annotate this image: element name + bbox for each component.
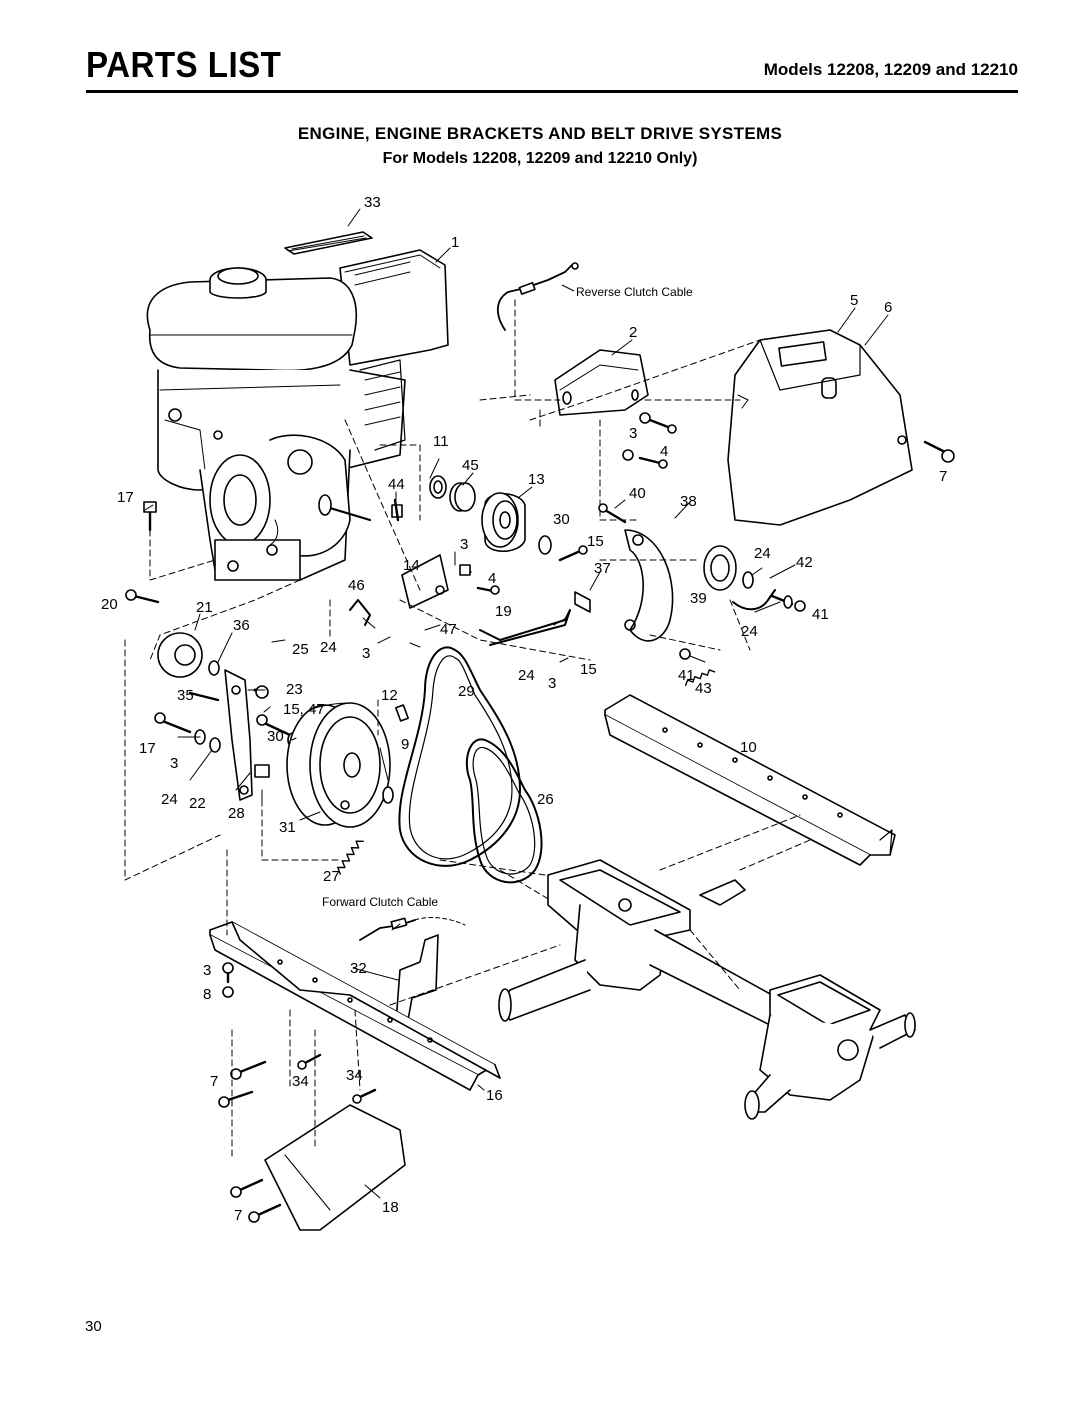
callout-3: 3 [203,962,211,979]
frame-bracket-10 [604,694,896,866]
callout-33: 33 [364,194,381,211]
callout-24: 24 [518,667,535,684]
bracket-part-14 [401,554,449,609]
callout-32: 32 [350,960,367,977]
callout-40: 40 [629,485,646,502]
page-number: 30 [85,1318,102,1335]
callout-23: 23 [286,681,303,698]
callout-10: 10 [740,739,757,756]
callout-15: 15 [580,661,597,678]
callout-38: 38 [680,493,697,510]
callout-22: 22 [189,795,206,812]
callout-37: 37 [594,560,611,577]
page-title: PARTS LIST [86,44,282,85]
callout-25: 25 [292,641,309,658]
callout-2: 2 [629,324,637,341]
callout-5: 5 [850,292,858,309]
callout-17: 17 [139,740,156,757]
callout-6: 6 [884,299,892,316]
callout-16: 16 [486,1087,503,1104]
callout-4: 4 [488,570,496,587]
callout-39: 39 [690,590,707,607]
main-pulley-part [286,702,391,828]
forward-clutch-cable-label: Forward Clutch Cable [322,895,438,909]
pulley-part-13 [429,475,588,562]
bolt-hardware-lower [218,1053,377,1223]
callout-3: 3 [362,645,370,662]
callout-3: 3 [170,755,178,772]
callout-30: 30 [267,728,284,745]
callout-7: 7 [234,1207,242,1224]
callout-17: 17 [117,489,134,506]
callout-13: 13 [528,471,545,488]
cable-bracket-32 [395,934,439,1023]
v-belt-part [398,646,521,867]
bracket-part-2 [554,349,649,416]
lower-bracket-16 [209,921,501,1091]
decal-part [284,231,373,255]
section-title: ENGINE, ENGINE BRACKETS AND BELT DRIVE S… [297,124,783,143]
callout-42: 42 [796,554,813,571]
callout-34: 34 [346,1067,363,1084]
callout-21: 21 [196,599,213,616]
engine-part [146,249,449,581]
callout-46: 46 [348,577,365,594]
callout-28: 28 [228,805,245,822]
callout-44: 44 [388,476,405,493]
callout-31: 31 [279,819,296,836]
callout-7: 7 [210,1073,218,1090]
callout-26: 26 [537,791,554,808]
callout-36: 36 [233,617,250,634]
spring-part-43 [684,669,716,687]
callout-45: 45 [462,457,479,474]
idler-arm-part [224,669,253,801]
idler-pulley-right [703,545,806,612]
idler-bracket-38 [624,529,674,642]
callout-3: 3 [460,536,468,553]
callout-20: 20 [101,596,118,613]
callout-41: 41 [812,606,829,623]
callout-11: 11 [433,433,449,450]
callout-24: 24 [161,791,178,808]
callout-47: 47 [440,621,457,638]
idler-pulley-21 [157,632,220,678]
callout-34: 34 [292,1073,309,1090]
callout-1: 1 [451,234,459,251]
page-header: PARTS LIST Models 12208, 12209 and 12210 [86,44,1018,92]
reverse-clutch-cable-label: Reverse Clutch Cable [576,285,693,299]
callout-8: 8 [203,986,211,1003]
callout-15: 15 [587,533,604,550]
spring-part-27 [336,840,364,875]
callout-15-47: 15, 47 [283,701,325,718]
callout-29: 29 [458,683,475,700]
callout-24: 24 [754,545,771,562]
belt-cover-part [727,329,913,526]
callout-4: 4 [660,443,668,460]
callout-41: 41 [678,667,695,684]
header-rule [86,90,1018,93]
callout-30: 30 [553,511,570,528]
callout-27: 27 [323,868,340,885]
callout-35: 35 [177,687,194,704]
callout-24: 24 [741,623,758,640]
callout-19: 19 [495,603,512,620]
transmission-part [498,859,916,1120]
callout-12: 12 [381,687,398,704]
callout-3: 3 [548,675,556,692]
callout-3: 3 [629,425,637,442]
callout-14: 14 [403,557,420,574]
v-belt-part-26 [465,738,543,884]
callout-9: 9 [401,736,409,753]
callout-18: 18 [382,1199,399,1216]
section-subtitle: For Models 12208, 12209 and 12210 Only) [382,150,698,167]
callout-7: 7 [939,468,947,485]
models-heading: Models 12208, 12209 and 12210 [763,60,1018,79]
callout-24: 24 [320,639,337,656]
callout-43: 43 [695,680,712,697]
